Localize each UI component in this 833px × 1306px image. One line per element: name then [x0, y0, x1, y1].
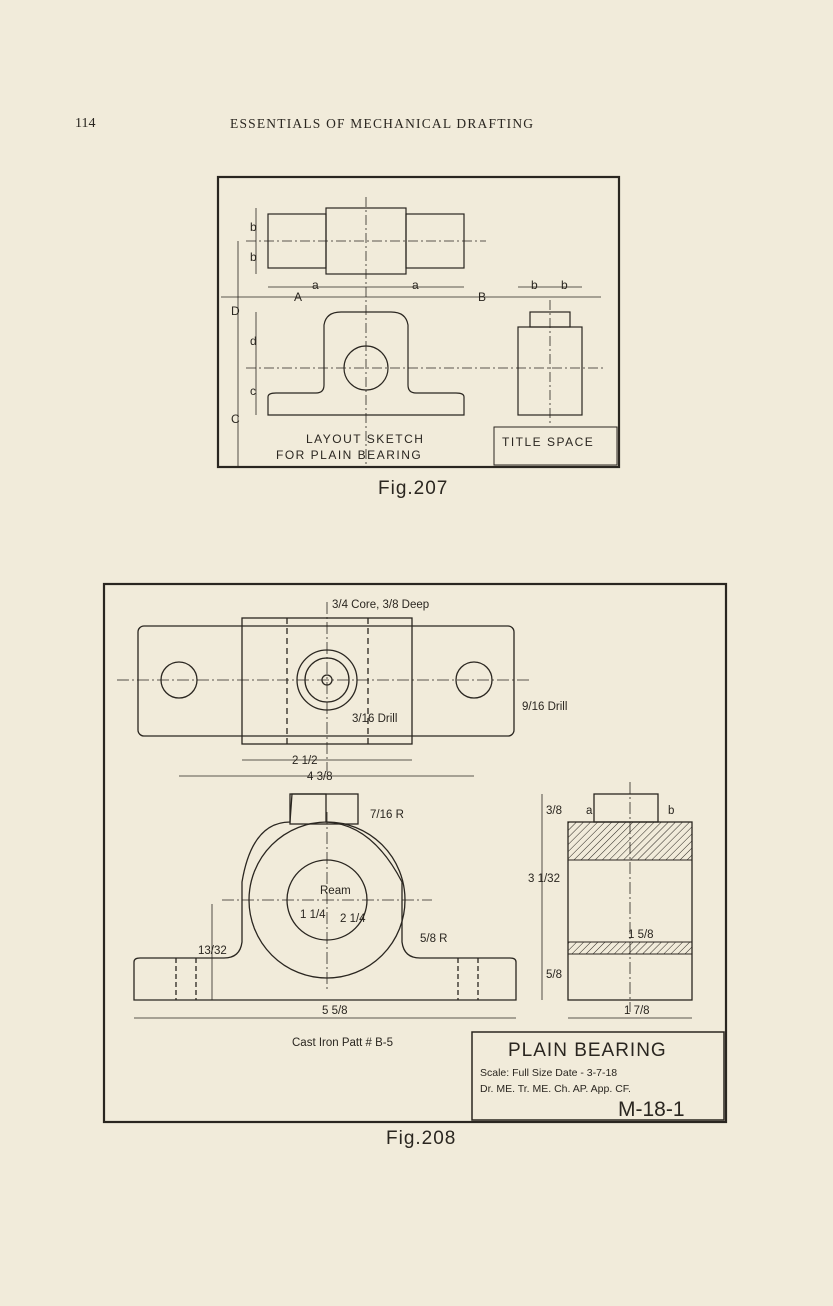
dim-5-8-R: 5/8 R: [420, 933, 448, 945]
label-b: b: [668, 805, 674, 817]
fig208-plain-bearing-drawing: 3/4 Core, 3/8 Deep 3/16 Drill 9/16 Drill…: [102, 582, 728, 1124]
fig207-caption: Fig.207: [378, 478, 449, 499]
pattern-note: Cast Iron Patt # B-5: [292, 1037, 393, 1049]
dim-7-16-R: 7/16 R: [370, 809, 404, 821]
dim-a-2: a: [412, 278, 419, 292]
dim-C: C: [231, 412, 240, 426]
dim-D: D: [231, 304, 240, 318]
dim-1-7-8: 1 7/8: [624, 1005, 650, 1017]
sketch-label-2: FOR PLAIN BEARING: [276, 448, 422, 462]
dim-13-32: 13/32: [198, 945, 227, 957]
dim-A: A: [294, 290, 302, 304]
dim-1-quarter: 1 1/4: [300, 909, 326, 921]
title-block-title: PLAIN BEARING: [508, 1040, 667, 1061]
dim-3-8: 3/8: [546, 805, 562, 817]
dim-c: c: [250, 384, 256, 398]
dim-2-quarter: 2 1/4: [340, 913, 366, 925]
title-block-scale: Scale: Full Size Date - 3-7-18: [480, 1067, 617, 1079]
dim-5-5-8: 5 5/8: [322, 1005, 348, 1017]
dim-B: B: [478, 290, 486, 304]
dim-3-1-32: 3 1/32: [528, 873, 560, 885]
ream-label: Ream: [320, 885, 351, 897]
fig208-caption: Fig.208: [386, 1128, 457, 1149]
fig207-layout-sketch: b b a a A B b b D d c C LAYOUT SKETCH FO…: [216, 175, 621, 469]
core-note: 3/4 Core, 3/8 Deep: [332, 599, 429, 611]
dim-4-3-8: 4 3/8: [307, 771, 333, 783]
dim-d: d: [250, 334, 257, 348]
sketch-label-1: LAYOUT SKETCH: [306, 432, 424, 446]
page-header: 114 ESSENTIALS OF MECHANICAL DRAFTING: [0, 116, 833, 136]
dim-5-8: 5/8: [546, 969, 562, 981]
dim-b-2: b: [250, 250, 257, 264]
label-a: a: [586, 805, 593, 817]
title-space-label: TITLE SPACE: [502, 435, 594, 449]
title-block-number: M-18-1: [618, 1098, 685, 1121]
page-number: 114: [75, 116, 96, 131]
dim-a-1: a: [312, 278, 319, 292]
dim-b-3: b: [531, 278, 538, 292]
dim-1-5-8: 1 5/8: [628, 929, 654, 941]
running-title: ESSENTIALS OF MECHANICAL DRAFTING: [230, 116, 535, 131]
drill-small-note: 3/16 Drill: [352, 713, 397, 725]
drill-side-note: 9/16 Drill: [522, 701, 567, 713]
title-block-credits: Dr. ME. Tr. ME. Ch. AP. App. CF.: [480, 1083, 631, 1095]
dim-2-half: 2 1/2: [292, 755, 318, 767]
dim-b-4: b: [561, 278, 568, 292]
dim-b-1: b: [250, 220, 257, 234]
